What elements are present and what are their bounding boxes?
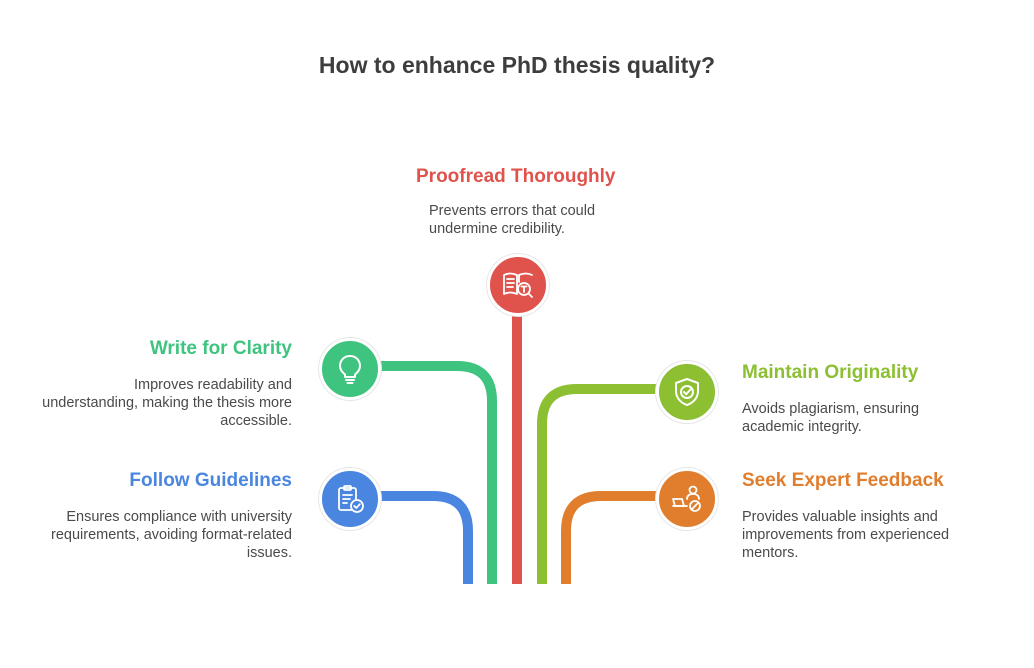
mentor-feedback-icon [656, 468, 718, 530]
proofread-heading: Proofread Thoroughly [416, 166, 616, 187]
line-guidelines [378, 491, 473, 584]
clipboard-check-icon [319, 468, 381, 530]
originality-label: Maintain Originality Avoids plagiarism, … [742, 362, 992, 436]
lightbulb-icon [319, 338, 381, 400]
line-originality [537, 384, 656, 584]
shield-check-icon [656, 361, 718, 423]
proofread-desc: Prevents errors that could undermine cre… [429, 203, 596, 237]
proofread-label: Proofread Thoroughly Prevents errors tha… [416, 166, 646, 238]
book-search-icon [487, 254, 549, 316]
originality-desc: Avoids plagiarism, ensuring academic int… [742, 401, 920, 435]
line-clarity [378, 361, 497, 584]
clarity-heading: Write for Clarity [149, 338, 292, 359]
originality-heading: Maintain Originality [742, 362, 919, 383]
line-feedback [561, 491, 656, 584]
guidelines-label: Follow Guidelines Ensures compliance wit… [40, 470, 292, 562]
feedback-heading: Seek Expert Feedback [742, 470, 944, 491]
feedback-desc: Provides valuable insights and improveme… [742, 509, 950, 561]
guidelines-heading: Follow Guidelines [129, 470, 292, 491]
page-title: How to enhance PhD thesis quality? [318, 52, 716, 78]
clarity-desc: Improves readability and understanding, … [42, 377, 292, 429]
feedback-label: Seek Expert Feedback Provides valuable i… [742, 470, 992, 562]
clarity-label: Write for Clarity Improves readability a… [40, 338, 292, 430]
guidelines-desc: Ensures compliance with university requi… [51, 509, 292, 561]
